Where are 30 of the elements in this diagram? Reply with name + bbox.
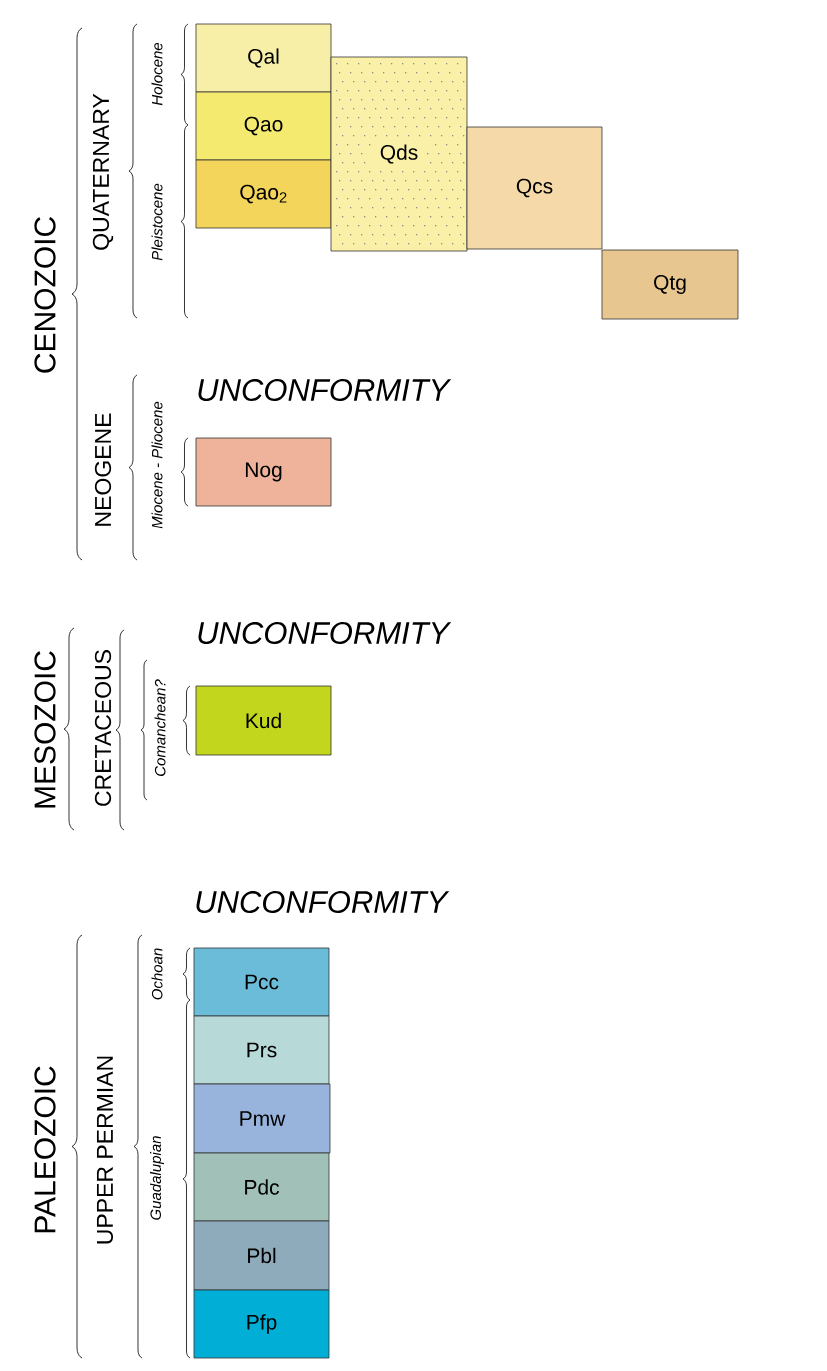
- epoch-label: Miocene - Pliocene: [151, 401, 163, 529]
- unit-box: Pfp: [193, 1289, 330, 1359]
- unit-box: Pcc: [193, 947, 330, 1017]
- unit-box: Qal: [195, 23, 332, 93]
- unit-box: Qtg: [601, 249, 739, 320]
- era-label: UPPER PERMIAN: [96, 1056, 113, 1244]
- era-label: CRETACEOUS: [94, 650, 112, 806]
- era-label: QUATERNARY: [92, 93, 114, 250]
- era-label: NEOGENE: [94, 413, 112, 526]
- era-label: CENOZOIC: [34, 216, 56, 373]
- unit-box: Pmw: [193, 1083, 331, 1154]
- epoch-label: Pleistocene: [151, 183, 163, 261]
- unit-box: Qds: [330, 56, 468, 252]
- unit-box: Qcs: [466, 126, 603, 250]
- era-label: MESOZOIC: [34, 651, 56, 808]
- unit-box: Nog: [195, 437, 332, 507]
- unit-box: Qao$_{2}$: [195, 159, 332, 229]
- unit-box: Pbl: [193, 1220, 330, 1291]
- epoch-label: Guadalupian: [150, 1136, 164, 1220]
- heading-label: UNCONFORMITY: [196, 891, 450, 913]
- unit-box: Kud: [195, 685, 332, 756]
- heading-label: UNCONFORMITY: [198, 379, 452, 401]
- unit-box: Pdc: [193, 1152, 330, 1222]
- epoch-label: Holocene: [151, 42, 163, 106]
- unit-box: Qao: [195, 91, 332, 161]
- unit-box: Prs: [193, 1015, 330, 1085]
- heading-label: UNCONFORMITY: [198, 622, 452, 644]
- epoch-label: Ochoan: [151, 948, 163, 1000]
- epoch-label: Comanchean?: [154, 679, 166, 776]
- era-label: PALEOZOIC: [34, 1066, 56, 1233]
